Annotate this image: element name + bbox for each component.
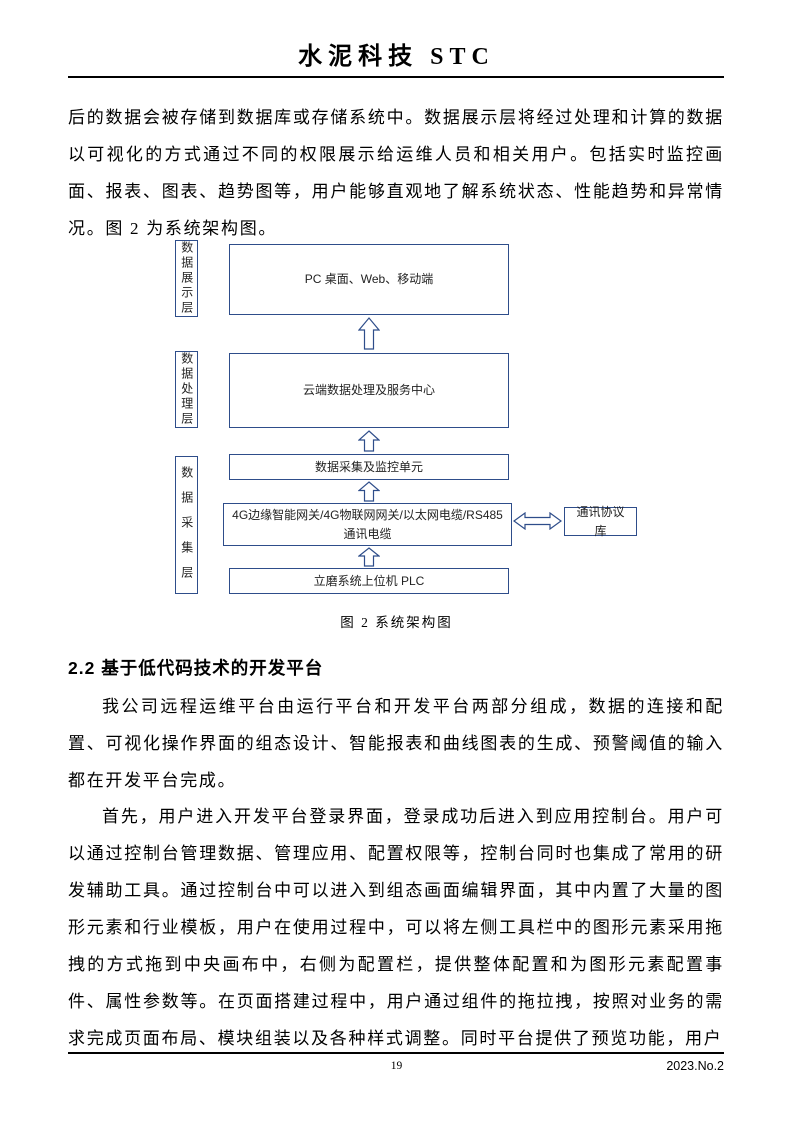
layer-label-collection: 数据采集层: [175, 456, 198, 594]
paragraph-3: 首先，用户进入开发平台登录界面，登录成功后进入到应用控制台。用户可以通过控制台管…: [68, 807, 724, 1048]
double-arrow-icon: [513, 512, 562, 530]
journal-title: 水泥科技 STC: [298, 44, 495, 70]
figure-caption: 图 2 系统架构图: [340, 615, 453, 630]
paragraph-1: 后的数据会被存储到数据库或存储系统中。数据展示层将经过处理和计算的数据以可视化的…: [68, 108, 724, 238]
system-architecture-diagram: 数据展示层 数据处理层 数据采集层 PC 桌面、Web、移动端 云端数据处理及服…: [175, 240, 637, 630]
paragraph-2: 我公司远程运维平台由运行平台和开发平台两部分组成，数据的连接和配置、可视化操作界…: [68, 697, 724, 790]
diagram-box-daq-unit: 数据采集及监控单元: [229, 454, 509, 480]
diagram-box-gateway: 4G边缘智能网关/4G物联网网关/以太网电缆/RS485通讯电缆: [223, 503, 512, 546]
up-arrow-icon: [358, 481, 380, 502]
header-rule: [68, 76, 724, 78]
issue-number: 2023.No.2: [666, 1059, 724, 1073]
diagram-box-plc: 立磨系统上位机 PLC: [229, 568, 509, 594]
up-arrow-icon: [358, 317, 380, 350]
page-number: 19: [390, 1060, 403, 1072]
section-heading: 2.2 基于低代码技术的开发平台: [68, 657, 324, 678]
layer-label-processing: 数据处理层: [175, 351, 198, 428]
layer-label-display: 数据展示层: [175, 240, 198, 317]
diagram-box-protocol-library: 通讯协议库: [564, 505, 637, 538]
footer-rule: [68, 1052, 724, 1054]
diagram-box-cloud-center: 云端数据处理及服务中心: [229, 353, 509, 428]
diagram-box-pc-web-mobile: PC 桌面、Web、移动端: [229, 244, 509, 315]
up-arrow-icon: [358, 430, 380, 452]
up-arrow-icon: [358, 547, 380, 567]
